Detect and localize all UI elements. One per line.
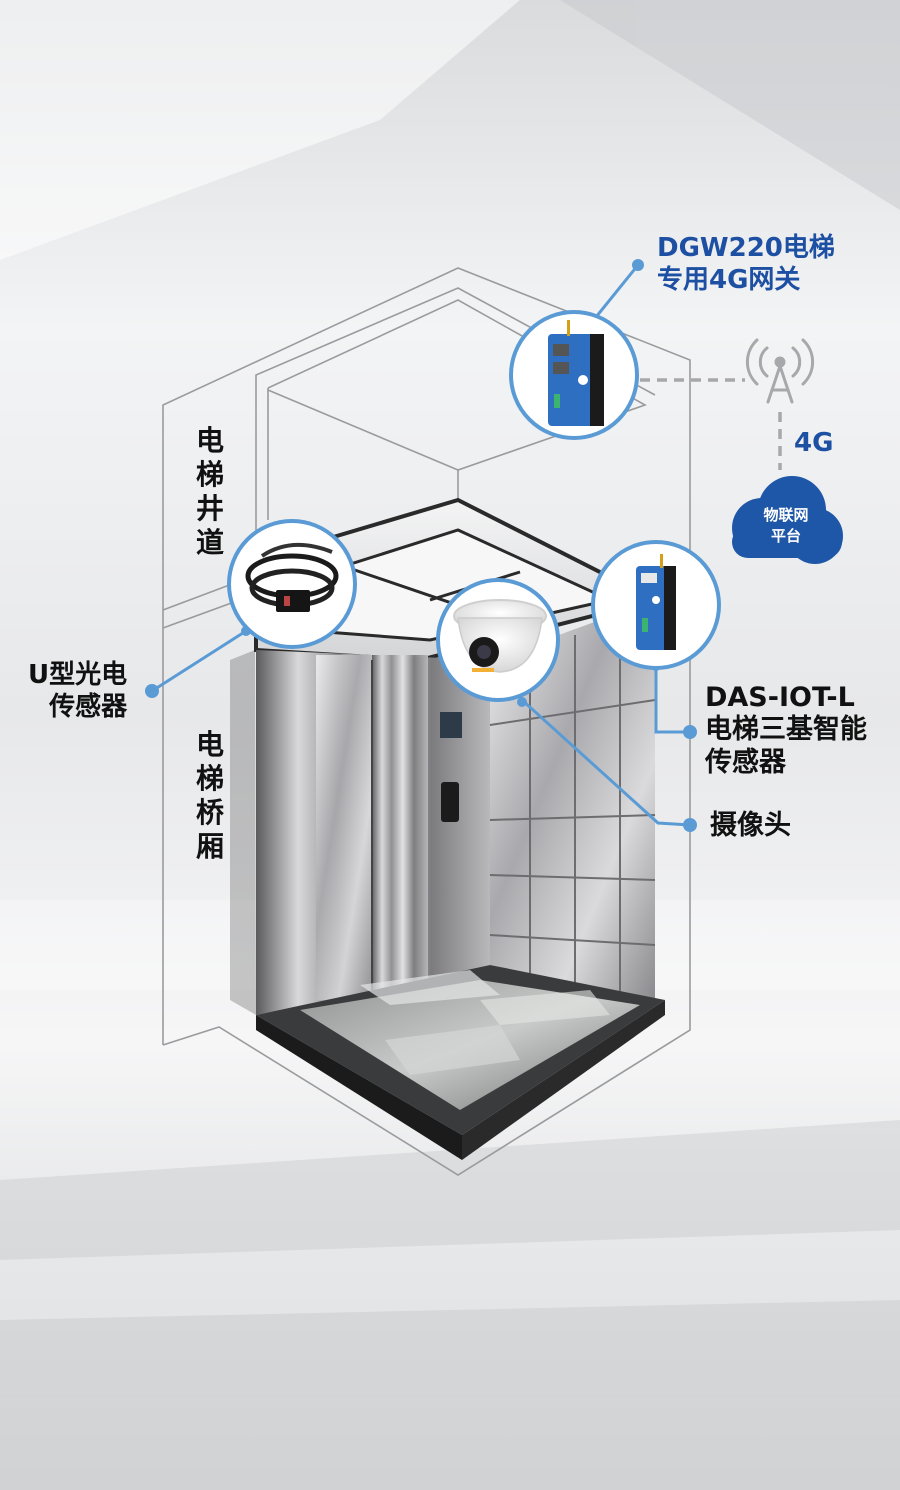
photo-sensor-label-line1: U型光电 — [28, 660, 128, 690]
dome-camera-icon — [453, 599, 547, 673]
gateway-device-icon — [548, 320, 604, 426]
das-sensor-label-line1: DAS-IOT-L — [705, 682, 855, 713]
cloud-label: 物联网 平台 — [740, 505, 832, 547]
das-sensor-label-line3: 传感器 — [705, 746, 786, 778]
das-device-icon — [636, 554, 676, 650]
das-sensor-label: DAS-IOT-L 电梯三基智能 传感器 — [705, 682, 867, 779]
car-side-wall — [230, 600, 656, 1015]
gateway-label-line1: DGW220电梯 — [657, 233, 835, 263]
gateway-label: DGW220电梯 专用4G网关 — [657, 233, 835, 296]
car-label: 电梯桥厢 — [195, 728, 224, 863]
connector-lines — [151, 264, 691, 827]
call-panel-icon — [441, 782, 459, 822]
shaft-label: 电梯井道 — [195, 424, 224, 559]
cell-tower-icon — [745, 338, 815, 404]
u-sensor-icon — [245, 542, 339, 612]
cloud-label-line1: 物联网 — [763, 506, 809, 524]
network-link — [640, 378, 782, 470]
gateway-label-line2: 专用4G网关 — [657, 264, 801, 295]
signal-label: 4G — [794, 428, 834, 458]
floor-display-icon — [440, 712, 462, 738]
car-back-wall — [256, 650, 490, 1015]
camera-label: 摄像头 — [710, 810, 791, 841]
elevator-shaft-outline — [162, 267, 691, 1176]
das-sensor-label-line2: 电梯三基智能 — [705, 714, 867, 746]
photo-sensor-callout — [227, 519, 357, 649]
camera-callout — [436, 578, 560, 702]
car-floor — [256, 965, 665, 1160]
cloud-icon — [732, 476, 843, 564]
cloud-label-line2: 平台 — [770, 527, 801, 545]
das-sensor-callout — [591, 540, 721, 670]
gateway-callout — [509, 310, 639, 440]
photo-sensor-label-line2: 传感器 — [49, 691, 128, 722]
photo-sensor-label: U型光电 传感器 — [28, 660, 127, 723]
